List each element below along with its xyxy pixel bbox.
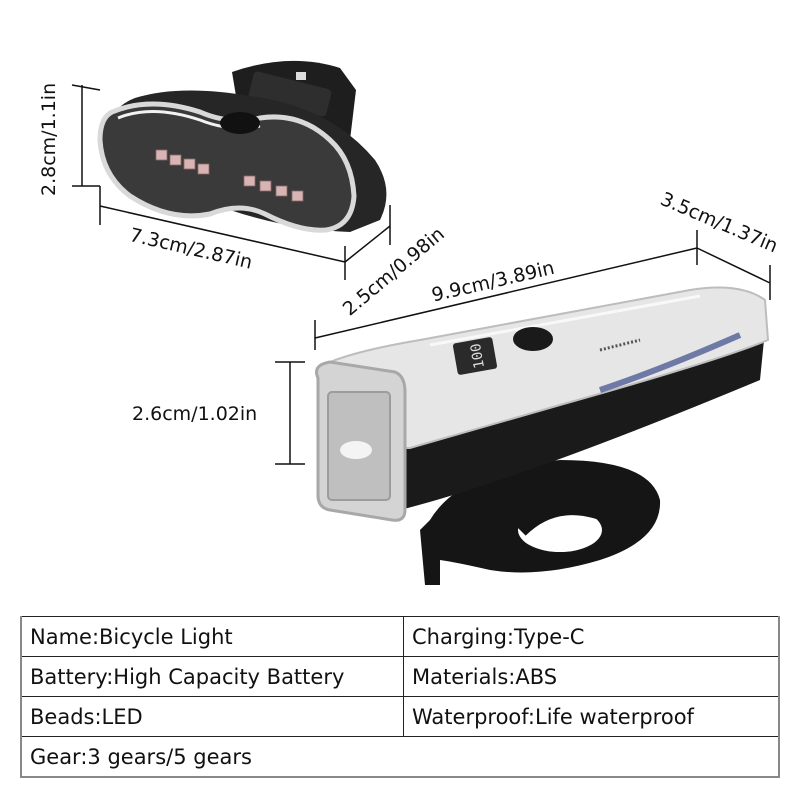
spec-battery: Battery:High Capacity Battery (20, 656, 404, 697)
front-light-image: 100 (315, 286, 770, 585)
rear-light-image (97, 60, 387, 233)
spec-charging: Charging:Type-C (403, 616, 780, 657)
front-dimension-lines (275, 230, 771, 465)
rear-dimension-lines (71, 84, 391, 280)
spec-row: Name:Bicycle Light Charging:Type-C (20, 616, 780, 657)
product-illustration: 100 2.8cm/1.1in 7.3cm/2.87in 2.5cm/0.98i… (38, 60, 781, 585)
product-drawing: 100 (71, 60, 771, 585)
spec-beads: Beads:LED (20, 696, 404, 737)
rear-height-label: 2.8cm/1.1in (38, 82, 60, 196)
spec-gear: Gear:3 gears/5 gears (20, 736, 780, 778)
spec-waterproof: Waterproof:Life waterproof (403, 696, 780, 737)
front-height-label: 2.6cm/1.02in (132, 403, 258, 425)
svg-text:100: 100 (468, 342, 488, 370)
spec-row: Beads:LED Waterproof:Life waterproof (20, 696, 780, 737)
spec-name: Name:Bicycle Light (20, 616, 404, 657)
spec-table: Name:Bicycle Light Charging:Type-C Batte… (20, 616, 780, 778)
spec-row: Gear:3 gears/5 gears (20, 736, 780, 778)
spec-row: Battery:High Capacity Battery Materials:… (20, 656, 780, 697)
spec-materials: Materials:ABS (403, 656, 780, 697)
